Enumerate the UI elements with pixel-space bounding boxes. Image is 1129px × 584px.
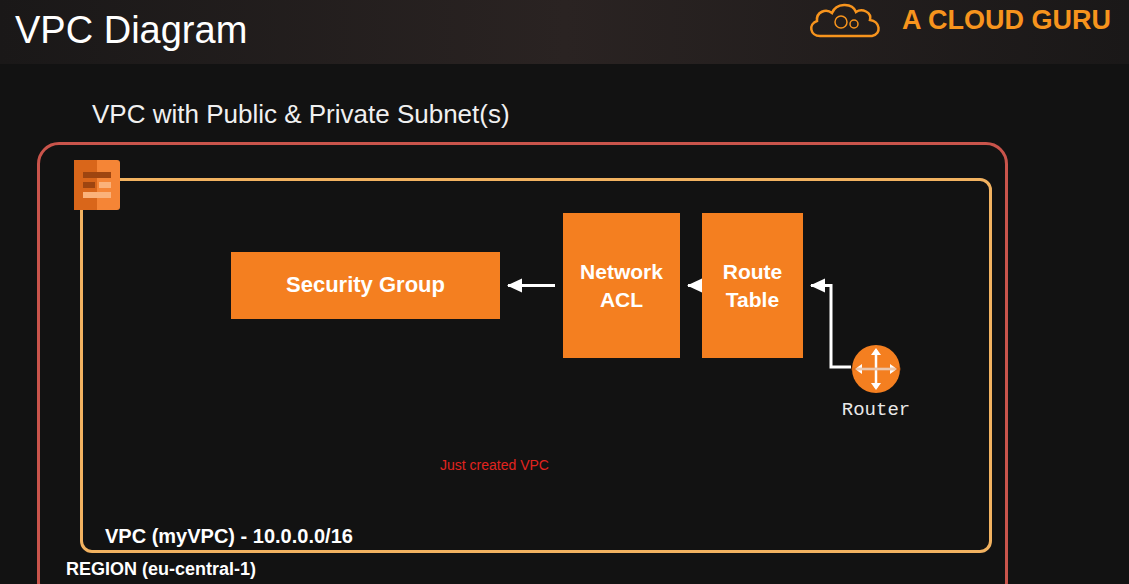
brand-logo-text: A CLOUD GURU (902, 4, 1111, 36)
vpc-label: VPC (myVPC) - 10.0.0.0/16 (105, 525, 353, 548)
region-boundary: REGION (eu-central-1) VPC (myVPC) - 10.0.… (37, 142, 1008, 584)
route-table-box: Route Table (702, 213, 803, 358)
box-label: Security Group (286, 271, 445, 300)
router-icon (851, 344, 901, 394)
flow-arrow (508, 284, 555, 287)
vpc-icon (70, 156, 124, 214)
security-group-box: Security Group (231, 252, 500, 319)
vpc-boundary: VPC (myVPC) - 10.0.0.0/16 Security Group N… (80, 178, 992, 553)
router-label: Router (836, 399, 916, 421)
logo-cloud-icon (806, 0, 888, 42)
slide-title: VPC Diagram (15, 7, 247, 53)
flow-arrow (811, 286, 851, 368)
router-node: Router (836, 343, 916, 425)
box-label: Route Table (702, 258, 803, 313)
box-label: Network ACL (563, 258, 680, 313)
region-label: REGION (eu-central-1) (66, 559, 256, 580)
diagram-subtitle: VPC with Public & Private Subnet(s) (92, 99, 510, 130)
flow-arrow (688, 284, 694, 287)
note-text: Just created VPC (440, 457, 549, 474)
network-acl-box: Network ACL (563, 213, 680, 358)
